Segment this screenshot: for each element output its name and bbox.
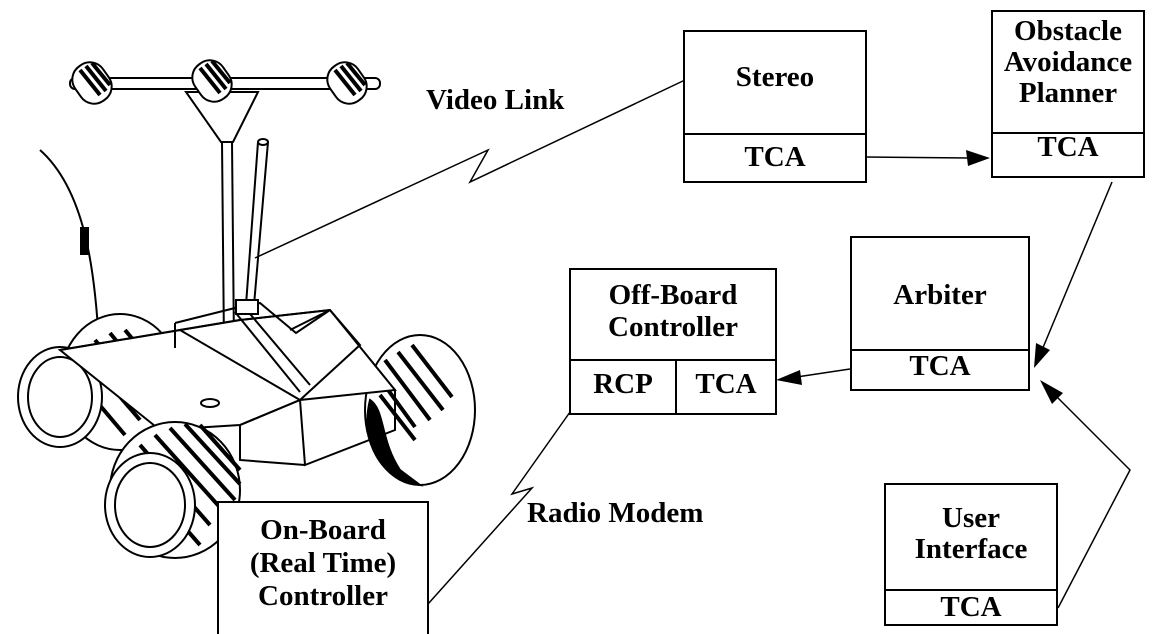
video-link-label: Video Link xyxy=(426,84,565,116)
planner-title-1: Obstacle xyxy=(1014,15,1122,47)
robot-illustration xyxy=(17,59,476,559)
planner-title-3: Planner xyxy=(1018,77,1118,109)
planner-title-2: Avoidance xyxy=(1003,46,1133,78)
radio-modem-line xyxy=(427,404,576,605)
mast-left xyxy=(221,141,225,346)
stereo-box: Stereo TCA xyxy=(683,30,867,183)
camera-mount xyxy=(184,91,260,143)
ui-tca: TCA xyxy=(886,589,1056,624)
ui-title-2: Interface xyxy=(914,533,1028,565)
pole-top xyxy=(257,138,269,146)
onboard-title-2: (Real Time) xyxy=(249,547,397,579)
ui-title-1: User xyxy=(942,502,1000,534)
mast-right xyxy=(231,141,235,346)
video-link-line xyxy=(254,79,686,259)
offboard-rcp: RCP xyxy=(593,368,653,400)
pole-left xyxy=(245,141,259,306)
arrow-planner-arbiter xyxy=(1041,181,1113,351)
onboard-title-3: Controller xyxy=(258,580,388,612)
wheel-rear-right xyxy=(364,334,476,487)
arbiter-box: Arbiter TCA xyxy=(850,236,1030,391)
camera-left-icon xyxy=(71,61,113,105)
offboard-title-1: Off-Board xyxy=(608,279,738,311)
arbiter-tca: TCA xyxy=(852,349,1028,389)
arbiter-title: Arbiter xyxy=(893,279,987,311)
radio-modem-label: Radio Modem xyxy=(527,497,704,529)
onboard-box: On-Board (Real Time) Controller xyxy=(217,501,429,634)
offboard-box: Off-Board Controller RCP TCA xyxy=(569,268,777,415)
antenna-coil xyxy=(80,227,89,255)
stereo-title: Stereo xyxy=(735,61,815,93)
offboard-title-2: Controller xyxy=(608,311,738,343)
pole-right xyxy=(253,141,269,306)
planner-box: Obstacle Avoidance Planner TCA xyxy=(991,10,1145,178)
planner-tca: TCA xyxy=(993,132,1143,176)
camera-right-icon xyxy=(326,61,368,105)
antenna xyxy=(39,149,100,346)
offboard-tca: TCA xyxy=(675,361,775,413)
arrow-stereo-planner xyxy=(865,156,971,159)
onboard-title-1: On-Board xyxy=(260,514,386,546)
wheel-front xyxy=(104,421,242,559)
arrowheads xyxy=(776,150,1063,404)
stereo-tca: TCA xyxy=(685,133,865,181)
arrow-ui-arbiter xyxy=(1049,389,1131,609)
camera-center-icon xyxy=(191,59,233,103)
ui-box: User Interface TCA xyxy=(884,483,1058,626)
